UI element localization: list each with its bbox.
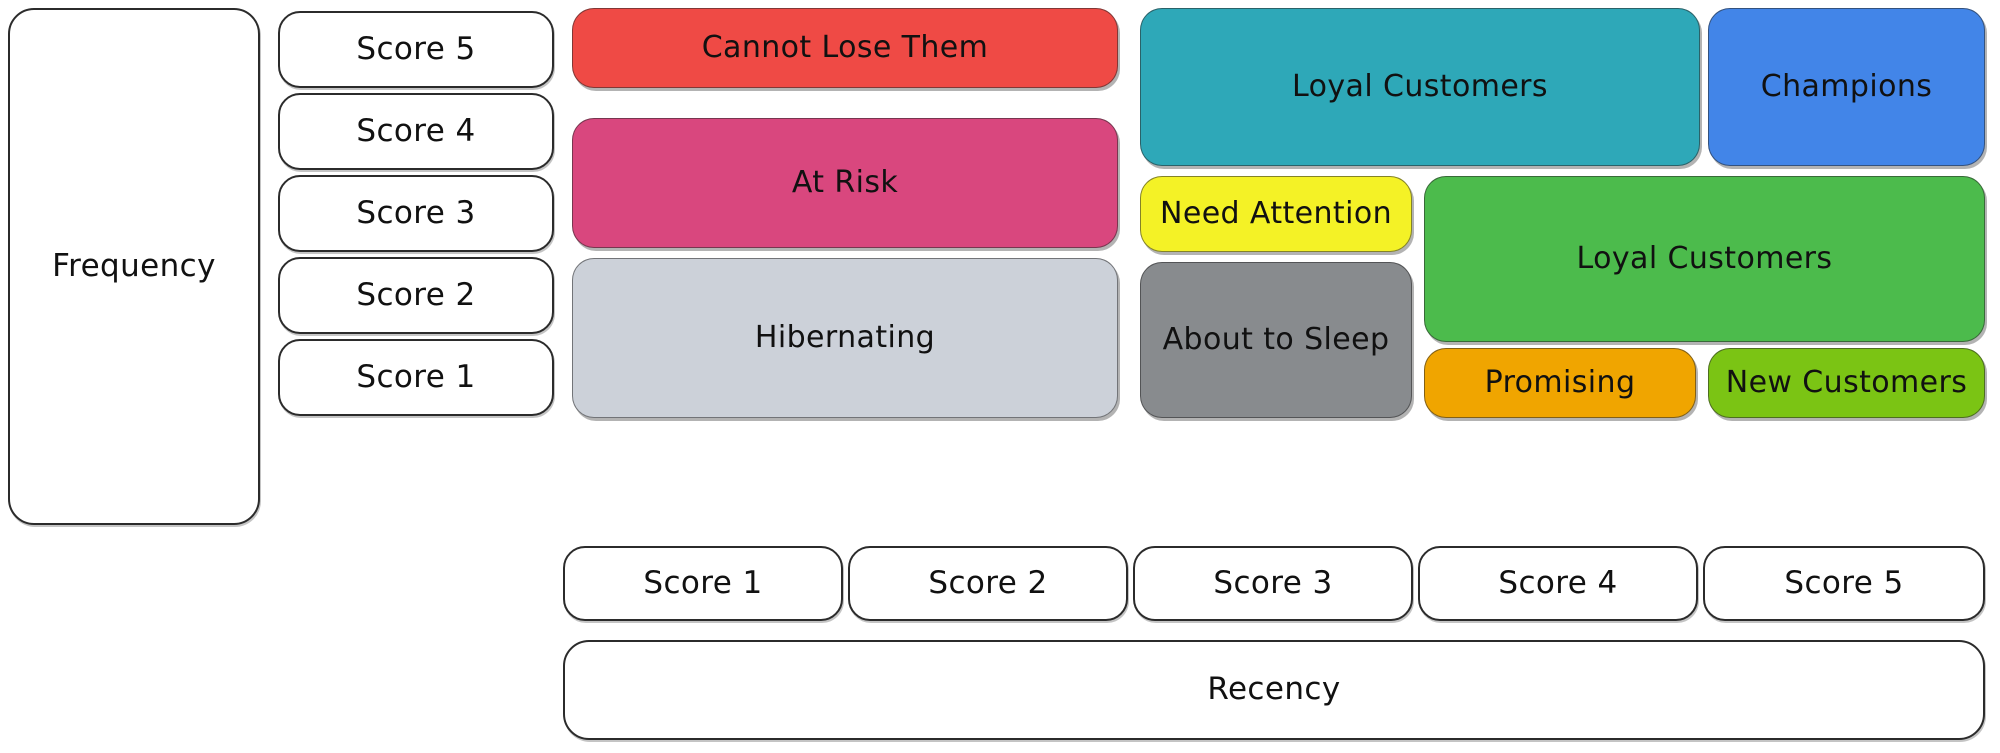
frequency-score-5: Score 5 <box>278 11 554 88</box>
segment-loyal-customers-green[interactable]: Loyal Customers <box>1424 176 1985 342</box>
frequency-score-3: Score 3 <box>278 175 554 252</box>
segment-cannot-lose-them[interactable]: Cannot Lose Them <box>572 8 1118 88</box>
segment-loyal-customers-teal[interactable]: Loyal Customers <box>1140 8 1700 166</box>
frequency-axis-label: Frequency <box>8 8 260 525</box>
recency-score-1: Score 1 <box>563 546 843 621</box>
segment-at-risk[interactable]: At Risk <box>572 118 1118 248</box>
recency-score-2: Score 2 <box>848 546 1128 621</box>
frequency-score-2: Score 2 <box>278 257 554 334</box>
frequency-score-1: Score 1 <box>278 339 554 416</box>
segment-champions[interactable]: Champions <box>1708 8 1985 166</box>
segment-promising[interactable]: Promising <box>1424 348 1696 418</box>
segment-new-customers[interactable]: New Customers <box>1708 348 1985 418</box>
segment-hibernating[interactable]: Hibernating <box>572 258 1118 418</box>
segment-about-to-sleep[interactable]: About to Sleep <box>1140 262 1412 418</box>
recency-score-3: Score 3 <box>1133 546 1413 621</box>
recency-axis-label: Recency <box>563 640 1985 740</box>
recency-score-5: Score 5 <box>1703 546 1985 621</box>
segment-need-attention[interactable]: Need Attention <box>1140 176 1412 252</box>
frequency-score-4: Score 4 <box>278 93 554 170</box>
recency-score-4: Score 4 <box>1418 546 1698 621</box>
